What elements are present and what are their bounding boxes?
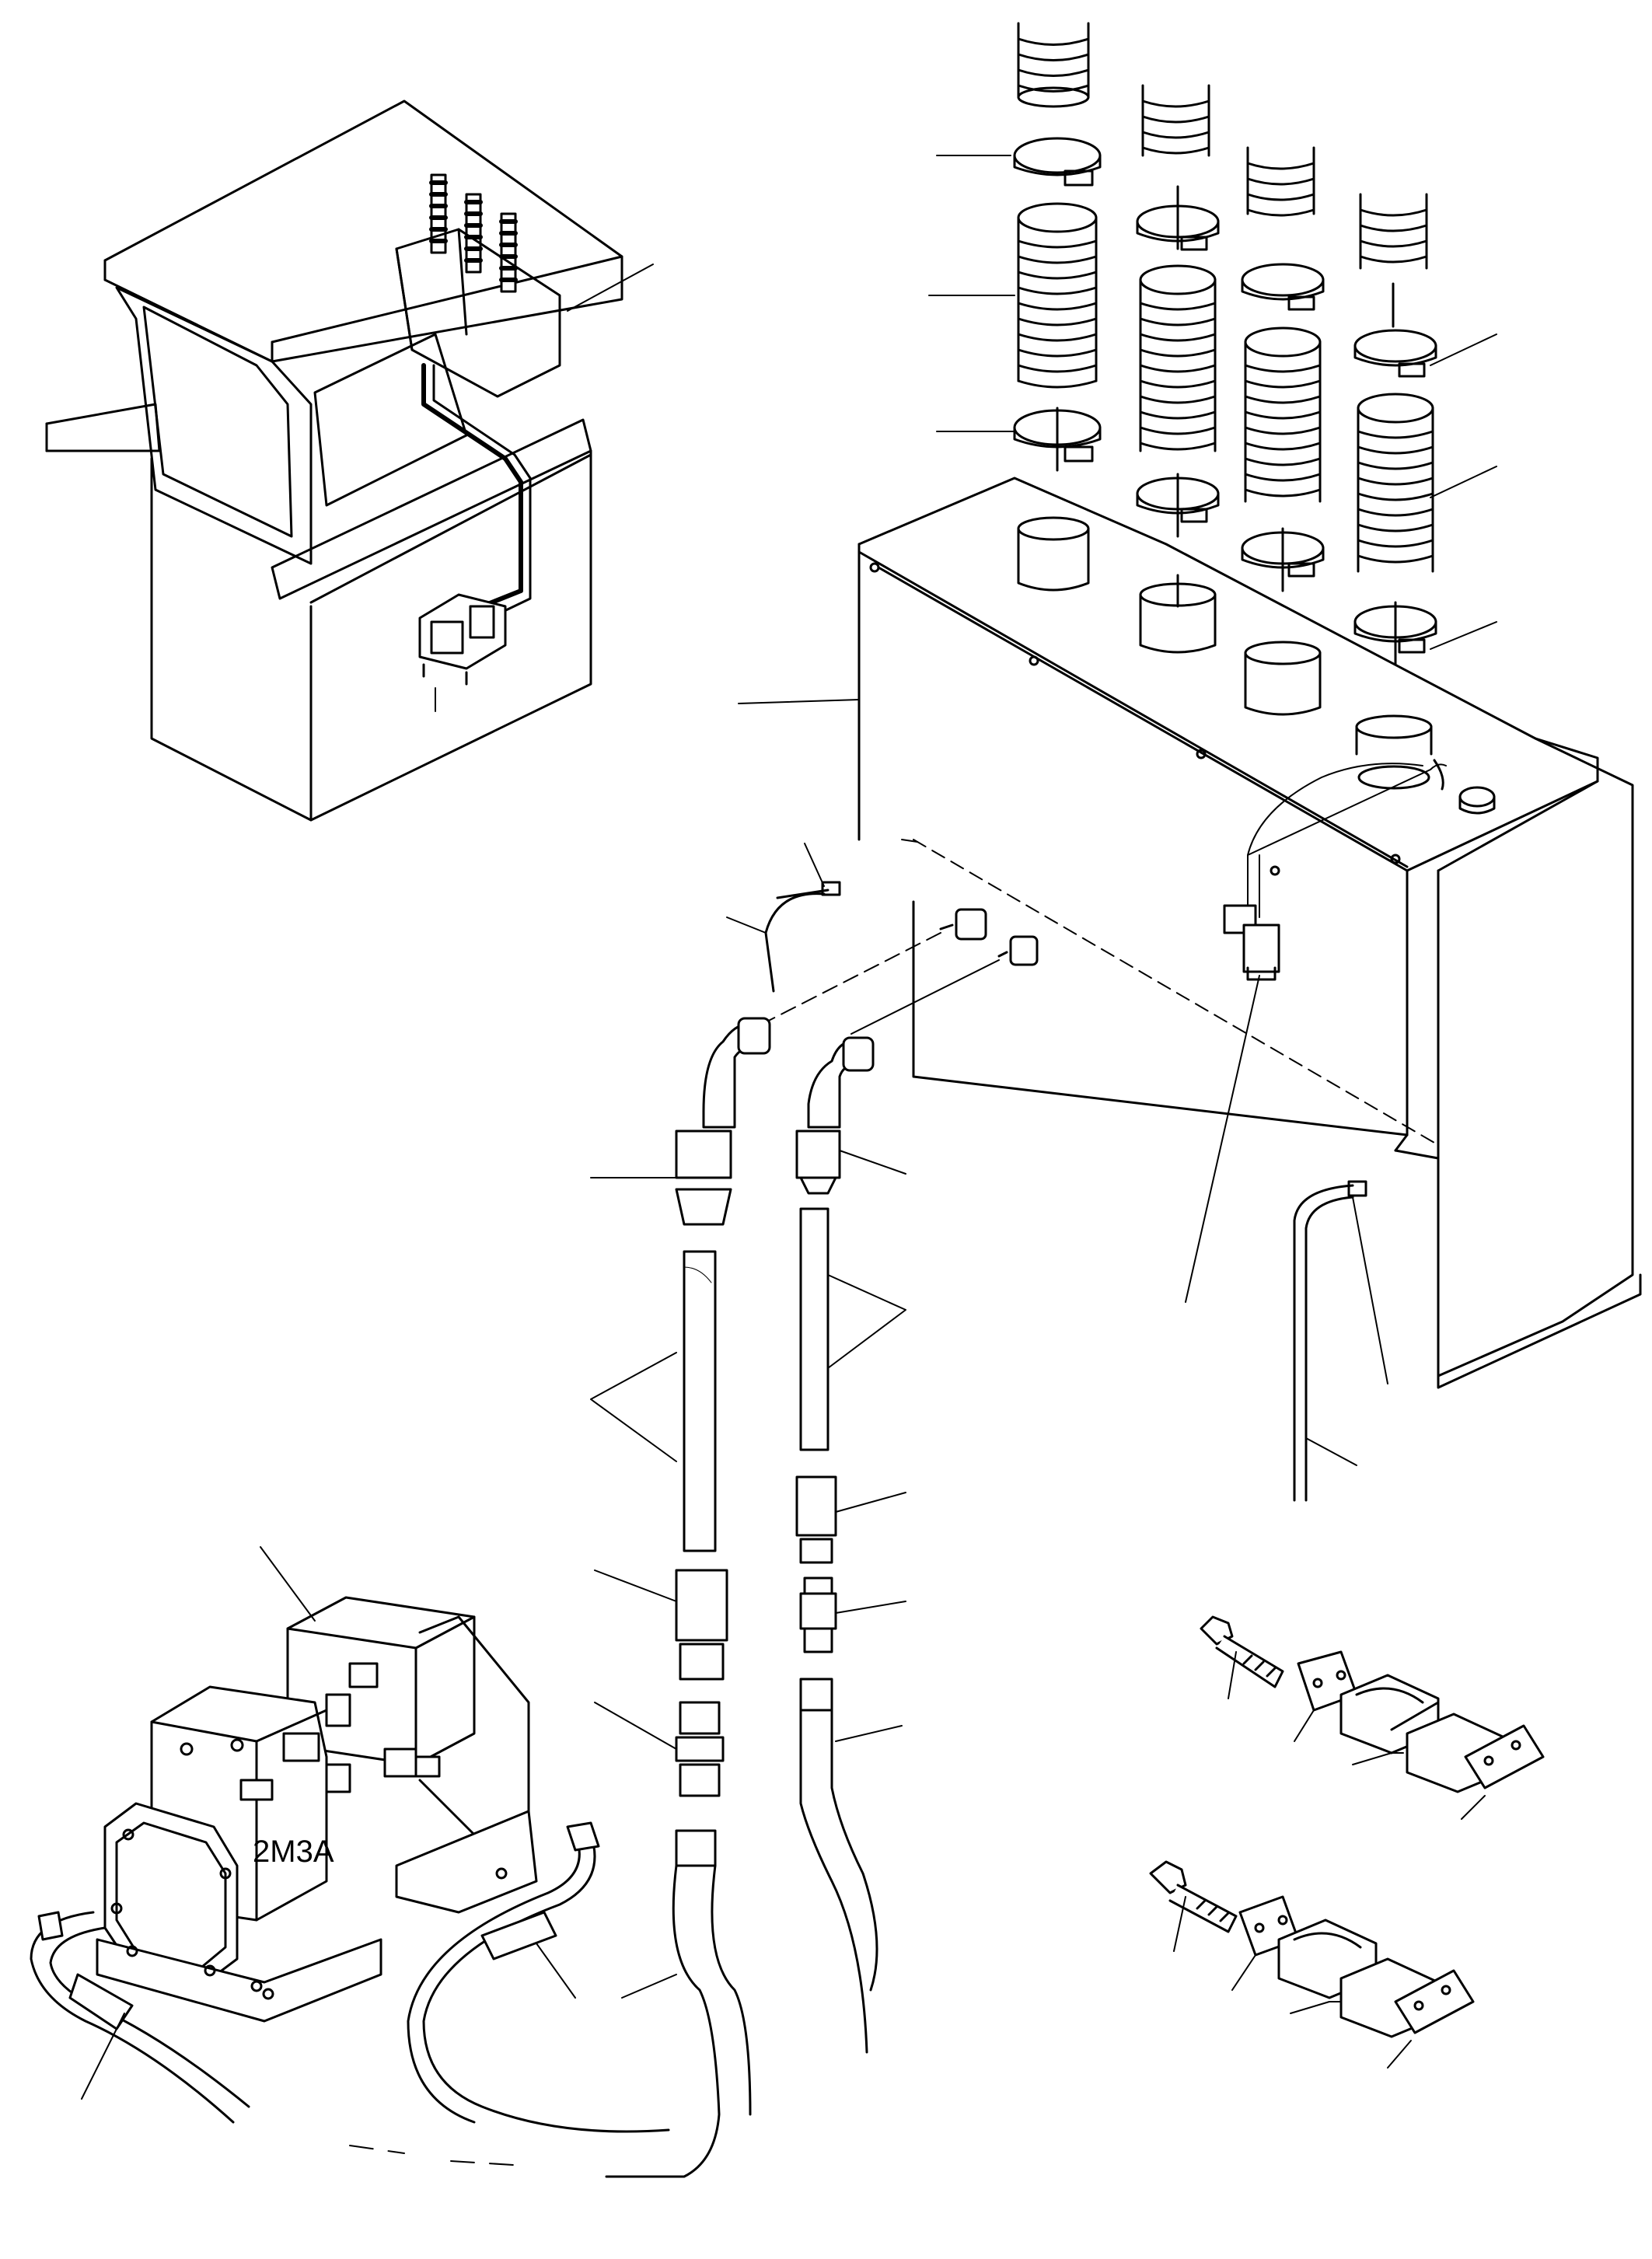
hose-column-4 xyxy=(1353,193,1497,756)
hose-assembly-right xyxy=(795,1036,906,2054)
tank-fittings xyxy=(726,843,1388,1502)
hydraulic-tank xyxy=(738,477,1642,1389)
hose-column-3 xyxy=(1241,146,1325,716)
level-sensor xyxy=(1185,759,1447,1303)
pump-assembly: 2M3A xyxy=(96,1546,538,2023)
pump-label: 2M3A xyxy=(253,1835,334,1869)
hose-assembly-left xyxy=(590,1017,771,2178)
small-pump xyxy=(418,593,507,686)
vehicle-overview xyxy=(45,100,654,822)
stud-group xyxy=(429,173,518,293)
bracket-kit-lower xyxy=(1149,1860,1475,2069)
clamp-icon xyxy=(1013,137,1102,174)
hose-column-1 xyxy=(928,22,1102,592)
pump-hoses xyxy=(30,1821,670,2166)
bracket-kit-upper xyxy=(1200,1615,1545,1820)
dashed-leader xyxy=(757,932,941,1027)
hose-column-2 xyxy=(1136,84,1220,654)
